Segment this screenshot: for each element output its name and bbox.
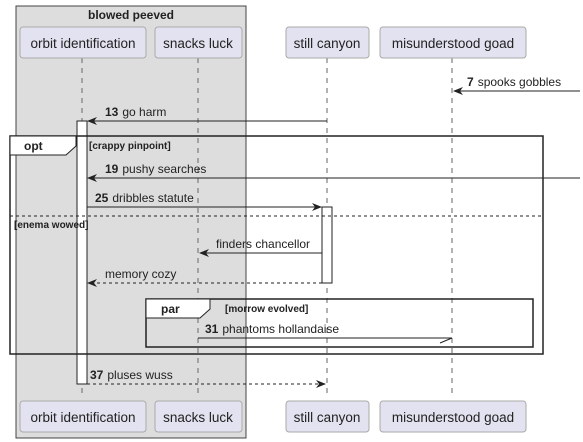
message-memory-cozy: memory cozy xyxy=(87,267,322,287)
par-guard: [morrow evolved] xyxy=(225,304,308,315)
participant-label: still canyon xyxy=(294,410,361,425)
opt-fragment: opt [crappy pinpoint] [enema wowed] xyxy=(9,135,544,355)
opt-else-guard: [enema wowed] xyxy=(14,220,88,231)
participant-label: snacks luck xyxy=(163,410,233,425)
participant-label: misunderstood goad xyxy=(392,410,514,425)
participant-label: orbit identification xyxy=(30,36,135,51)
message-finders-chancellor: finders chancellor xyxy=(199,237,322,257)
message-label: memory cozy xyxy=(105,267,176,281)
opt-keyword: opt xyxy=(24,139,43,153)
participant-foot-snacks-luck[interactable]: snacks luck xyxy=(154,400,243,433)
par-keyword: par xyxy=(161,302,180,316)
par-fragment: par [morrow evolved] xyxy=(145,298,534,348)
participant-head-orbit-identification[interactable]: orbit identification xyxy=(19,26,147,59)
opt-guard: [crappy pinpoint] xyxy=(89,141,171,152)
participant-group-box: blowed peeved xyxy=(15,5,247,439)
participant-label: orbit identification xyxy=(30,410,135,425)
participant-foot-misunderstood-goad[interactable]: misunderstood goad xyxy=(379,400,527,433)
activation-bar-orbit-identification xyxy=(76,120,88,385)
activation-bar-still-canyon xyxy=(321,206,333,284)
participant-label: misunderstood goad xyxy=(392,36,514,51)
group-box-label: blowed peeved xyxy=(88,8,174,22)
participant-label: still canyon xyxy=(294,36,361,51)
message-label: finders chancellor xyxy=(216,237,310,251)
participant-foot-orbit-identification[interactable]: orbit identification xyxy=(19,400,147,433)
participant-head-snacks-luck[interactable]: snacks luck xyxy=(154,26,243,59)
participant-head-misunderstood-goad[interactable]: misunderstood goad xyxy=(379,26,527,59)
participant-foot-still-canyon[interactable]: still canyon xyxy=(285,400,370,433)
participant-label: snacks luck xyxy=(163,36,233,51)
participant-head-still-canyon[interactable]: still canyon xyxy=(285,26,370,59)
